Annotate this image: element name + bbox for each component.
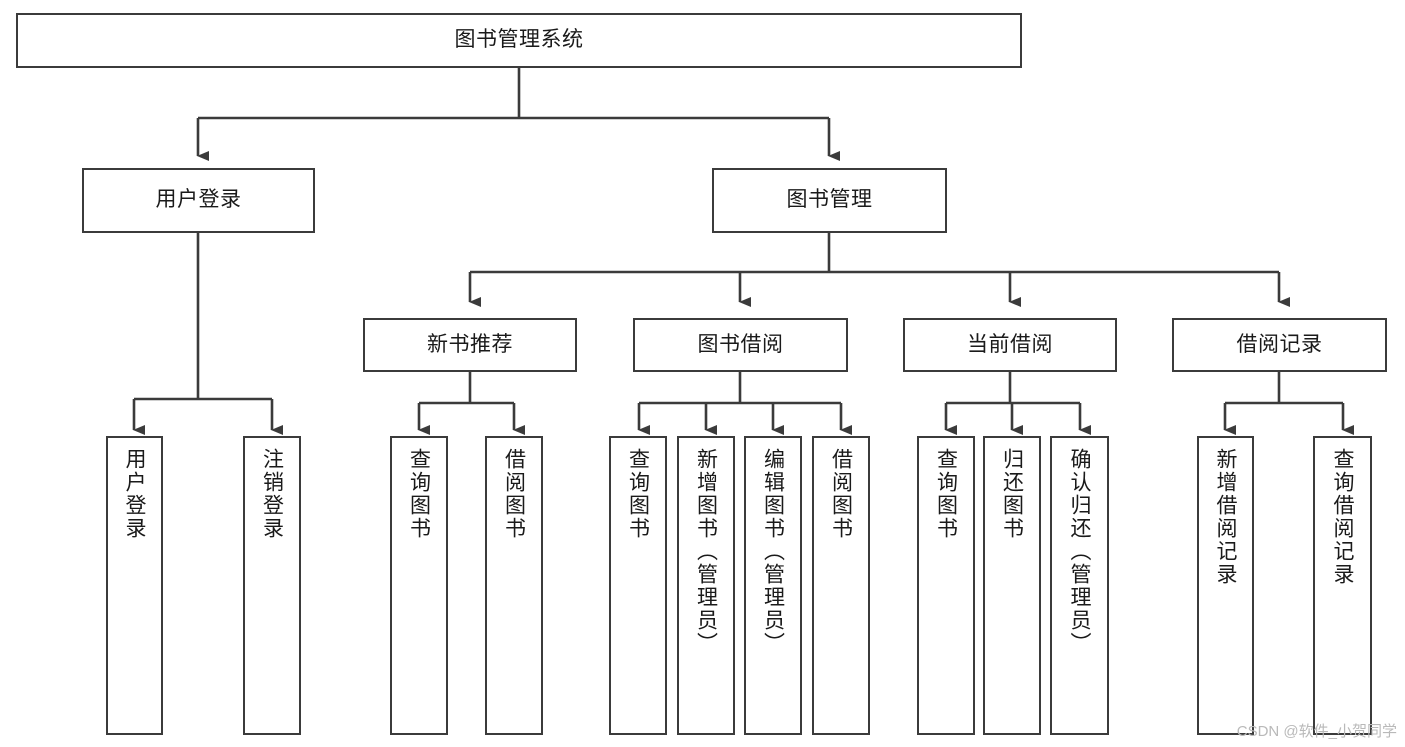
leaf-record-add[interactable]: 新增借阅记录 [1197, 436, 1254, 735]
node-label: 查询图书 [407, 448, 431, 540]
node-label: 图书借阅 [697, 332, 784, 356]
leaf-user-logout[interactable]: 注销登录 [243, 436, 301, 735]
node-label: 新增图书（管理员） [694, 448, 718, 655]
node-label: 图书管理 [786, 188, 873, 212]
node-book-management[interactable]: 图书管理 [712, 168, 947, 233]
leaf-borrow-add-book[interactable]: 新增图书（管理员） [677, 436, 735, 735]
watermark: CSDN @软件_小贺同学 [1236, 723, 1397, 740]
node-label: 图书管理系统 [454, 28, 584, 52]
node-label: 查询借阅记录 [1331, 448, 1354, 586]
node-label: 确认归还（管理员） [1068, 448, 1091, 655]
leaf-recommend-query-book[interactable]: 查询图书 [390, 436, 448, 735]
node-user-login[interactable]: 用户登录 [82, 168, 315, 233]
node-label: 归还图书 [1000, 448, 1024, 540]
node-label: 编辑图书（管理员） [761, 448, 785, 655]
leaf-borrow-borrow-book[interactable]: 借阅图书 [812, 436, 870, 735]
node-label: 借阅记录 [1236, 332, 1323, 356]
leaf-record-query[interactable]: 查询借阅记录 [1313, 436, 1372, 735]
leaf-borrow-query-book[interactable]: 查询图书 [609, 436, 667, 735]
node-new-book-recommend[interactable]: 新书推荐 [363, 318, 577, 372]
node-label: 查询图书 [934, 448, 958, 540]
node-label: 借阅图书 [502, 448, 526, 540]
node-label: 新增借阅记录 [1214, 448, 1237, 586]
node-borrow-record[interactable]: 借阅记录 [1172, 318, 1387, 372]
node-label: 当前借阅 [967, 332, 1053, 356]
node-label: 新书推荐 [427, 332, 513, 356]
node-book-borrow[interactable]: 图书借阅 [633, 318, 848, 372]
node-label: 用户登录 [155, 188, 242, 212]
leaf-user-login[interactable]: 用户登录 [106, 436, 163, 735]
leaf-current-query-book[interactable]: 查询图书 [917, 436, 975, 735]
leaf-current-confirm-return[interactable]: 确认归还（管理员） [1050, 436, 1109, 735]
node-label: 查询图书 [626, 448, 650, 540]
leaf-recommend-borrow-book[interactable]: 借阅图书 [485, 436, 543, 735]
node-label: 用户登录 [123, 448, 146, 540]
node-current-borrow[interactable]: 当前借阅 [903, 318, 1117, 372]
node-label: 注销登录 [260, 448, 284, 540]
node-root-system[interactable]: 图书管理系统 [16, 13, 1022, 68]
leaf-borrow-edit-book[interactable]: 编辑图书（管理员） [744, 436, 802, 735]
node-label: 借阅图书 [829, 448, 853, 540]
leaf-current-return-book[interactable]: 归还图书 [983, 436, 1041, 735]
